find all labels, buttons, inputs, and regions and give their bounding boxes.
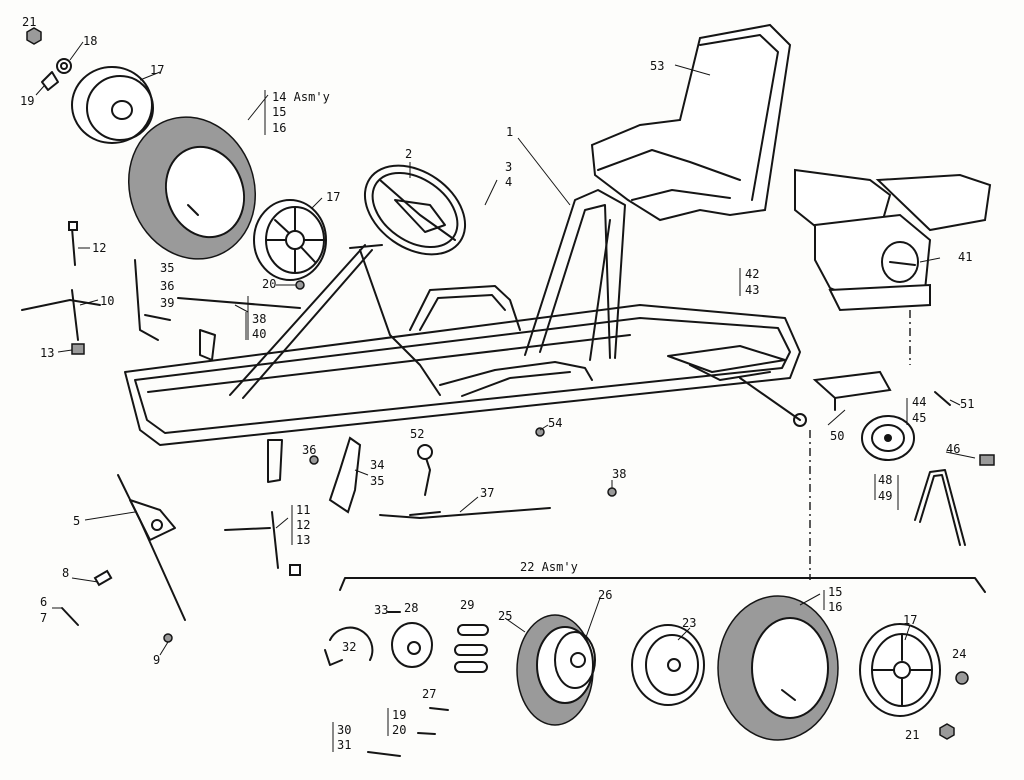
label-part-12-lower: 12 bbox=[296, 518, 310, 532]
label-part-13-upper: 13 bbox=[40, 346, 54, 360]
label-part-37: 37 bbox=[480, 486, 494, 500]
label-part-7: 7 bbox=[40, 611, 47, 625]
label-part-33: 33 bbox=[374, 603, 388, 617]
label-part-16-lower: 16 bbox=[828, 600, 842, 614]
label-part-20-upper: 20 bbox=[262, 277, 276, 291]
label-part-48: 48 bbox=[878, 473, 892, 487]
label-part-6: 6 bbox=[40, 595, 47, 609]
rear-wheel-assembly bbox=[324, 577, 986, 757]
label-part-49: 49 bbox=[878, 489, 892, 503]
front-wheel-assembly bbox=[26, 27, 327, 290]
label-part-42: 42 bbox=[745, 267, 759, 281]
label-part-31: 31 bbox=[337, 738, 351, 752]
label-part-51: 51 bbox=[960, 397, 974, 411]
label-part-11: 11 bbox=[296, 503, 310, 517]
label-part-19-lower: 19 bbox=[392, 708, 406, 722]
label-part-40: 40 bbox=[252, 327, 266, 341]
frame bbox=[124, 189, 807, 483]
label-part-22-assembly: 22 Asm'y bbox=[520, 560, 578, 574]
label-part-12-upper: 12 bbox=[92, 241, 106, 255]
label-part-46: 46 bbox=[946, 442, 960, 456]
label-part-43: 43 bbox=[745, 283, 759, 297]
label-part-35-upper: 35 bbox=[160, 261, 174, 275]
label-part-38-lower: 38 bbox=[612, 467, 626, 481]
label-part-17-wheel: 17 bbox=[326, 190, 340, 204]
label-part-39: 39 bbox=[160, 296, 174, 310]
label-part-45: 45 bbox=[912, 411, 926, 425]
label-part-50: 50 bbox=[830, 429, 844, 443]
label-part-24: 24 bbox=[952, 647, 966, 661]
label-part-8: 8 bbox=[62, 566, 69, 580]
label-part-19-upper: 19 bbox=[20, 94, 34, 108]
label-part-3: 3 bbox=[505, 160, 512, 174]
label-part-1: 1 bbox=[506, 125, 513, 139]
part-number-labels: 1 2 3 4 5 6 7 8 9 10 11 12 12 13 13 14 A… bbox=[20, 15, 974, 752]
label-part-52: 52 bbox=[410, 427, 424, 441]
label-part-26: 26 bbox=[598, 588, 612, 602]
engine-41 bbox=[794, 168, 992, 365]
label-part-29: 29 bbox=[460, 598, 474, 612]
label-part-25: 25 bbox=[498, 609, 512, 623]
label-part-18: 18 bbox=[83, 34, 97, 48]
label-part-34: 34 bbox=[370, 458, 384, 472]
label-part-36-lower: 36 bbox=[302, 443, 316, 457]
label-part-30: 30 bbox=[337, 723, 351, 737]
label-part-10: 10 bbox=[100, 294, 114, 308]
label-part-23: 23 bbox=[682, 616, 696, 630]
label-part-17-rear: 17 bbox=[903, 613, 917, 627]
label-part-54: 54 bbox=[548, 416, 562, 430]
label-part-53: 53 bbox=[650, 59, 664, 73]
label-part-36-upper: 36 bbox=[160, 279, 174, 293]
label-part-15-upper: 15 bbox=[272, 105, 286, 119]
label-part-16-upper: 16 bbox=[272, 121, 286, 135]
label-part-21-lower: 21 bbox=[905, 728, 919, 742]
group-brackets bbox=[247, 268, 876, 752]
label-part-9: 9 bbox=[153, 653, 160, 667]
label-part-27: 27 bbox=[422, 687, 436, 701]
seat-53 bbox=[590, 23, 792, 222]
label-part-15-lower: 15 bbox=[828, 585, 842, 599]
label-part-5: 5 bbox=[73, 514, 80, 528]
spindle-parts bbox=[21, 221, 301, 643]
label-part-4: 4 bbox=[505, 175, 512, 189]
label-part-14-assembly: 14 Asm'y bbox=[272, 90, 330, 104]
label-part-28: 28 bbox=[404, 601, 418, 615]
clutch-and-guard bbox=[809, 370, 995, 580]
label-part-2: 2 bbox=[405, 147, 412, 161]
label-part-32: 32 bbox=[342, 640, 356, 654]
label-part-20-lower: 20 bbox=[392, 723, 406, 737]
leader-lines bbox=[35, 41, 976, 656]
steering-wheel-2 bbox=[363, 164, 467, 256]
label-part-38-upper: 38 bbox=[252, 312, 266, 326]
label-part-35-lower: 35 bbox=[370, 474, 384, 488]
label-part-17-hub: 17 bbox=[150, 63, 164, 77]
label-part-21-upper: 21 bbox=[22, 15, 36, 29]
label-part-44: 44 bbox=[912, 395, 926, 409]
label-part-41: 41 bbox=[958, 250, 972, 264]
pedal-and-cable bbox=[309, 427, 617, 519]
label-part-13-lower: 13 bbox=[296, 533, 310, 547]
